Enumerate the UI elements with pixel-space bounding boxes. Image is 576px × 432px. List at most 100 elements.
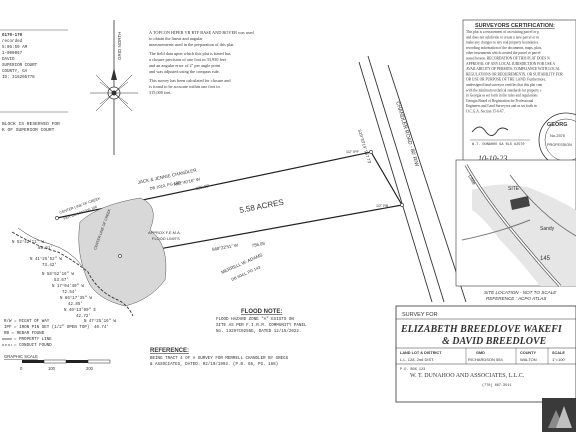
val-scale: 1"=100' (552, 357, 566, 362)
cert-line: stated hereon. RECORDATION OF THIS PLAT … (466, 57, 550, 61)
flood-limits: FLOOD LIMITS (152, 236, 180, 241)
legend: R/W = RIGHT OF WAY IPF = IRON PIN SET (1… (2, 319, 89, 348)
seal-text: GEORG (547, 122, 567, 128)
watermark-logo-icon (542, 398, 576, 432)
flood-note: FLOOD NOTE: FLOOD HAZARD ZONE "A" EXISTS… (216, 309, 307, 334)
cert-line: undersigned land surveyor certifies that… (466, 83, 543, 87)
nb6: N 40°13'09" E (64, 308, 96, 313)
note-line10: 315,000 feet. (149, 90, 172, 96)
reference-line1: BEING TRACT 4 OF A SURVEY FOR MERRELL CH… (150, 357, 289, 361)
map-num: 145 (540, 256, 551, 262)
nb4d: 72.54' (62, 290, 77, 295)
site-label: SITE (508, 186, 520, 192)
recording-block: G170-170 recorded 5:05:59 AM 1-000067 DA… (2, 34, 60, 133)
cert-line: and does not subdivide or create a new p… (466, 35, 539, 39)
cert-line: Engineers and Land Surveyors and as set … (466, 104, 537, 108)
legend-row3: RB = REBAR FOUND (4, 332, 45, 336)
cert-line: recording information of the documents, … (466, 46, 542, 51)
cert-signer: W.T. DUNAHOO GA RLS #2570 (472, 143, 525, 147)
cert-line: OR USE OR PURPOSE OF THE LAND. Furthermo… (466, 78, 546, 83)
nb7d: 40.74' (94, 325, 109, 330)
note-line4: The field data upon which this plat is b… (149, 51, 231, 56)
col-gmd: GMD (476, 351, 485, 355)
legend-row1: R/W = RIGHT OF WAY (4, 319, 50, 324)
reference-note: REFERENCE: BEING TRACT 4 OF A SURVEY FOR… (150, 348, 289, 367)
nb2: N 41°25'52" W (30, 257, 62, 262)
scale-label: GRAPHIC SCALE (4, 354, 38, 359)
flood-approx: APPROX F.E.M.A. (148, 230, 181, 235)
owner-north-ref: DB 1010, PG 100 (149, 179, 181, 191)
note-line3: measurements used in the preparation of … (149, 42, 234, 47)
rec-f8: ID: 316205778 (2, 76, 35, 80)
cert-line: with the minimum technical standards for… (466, 88, 542, 92)
rec-f6: SUPERIOR COURT (2, 64, 38, 68)
survey-for: SURVEY FOR (402, 312, 438, 318)
sandy-label: Sandy (540, 226, 555, 232)
nb1: N 52°42'11" W (12, 240, 44, 245)
nb6d: 42.72' (76, 314, 91, 319)
nb3: N 58°52'16" W (42, 272, 74, 277)
note-line8: This survey has been calculated for clos… (149, 78, 231, 83)
nb5: N 86°17'35" W (60, 296, 92, 301)
title-block: SURVEY FOR ELIZABETH BREEDLOVE WAKEFI & … (395, 305, 576, 403)
legend-row2: IPF = IRON PIN SET (1/2" OPEN TOP) (4, 325, 89, 330)
scale-200: 200 (86, 366, 94, 371)
seal-num: No.2570 (550, 133, 566, 138)
legend-row4: = PROPERTY LINE (14, 338, 52, 342)
rec-f4: 1-000067 (2, 52, 23, 56)
cert-line: Georgia Board of Registration for Profes… (466, 99, 533, 103)
col-scale: SCALE (552, 351, 565, 355)
notes-block: A TOPCON HIPER VR RTF BASE AND ROVER was… (149, 30, 255, 96)
val-lot: L.L. 128, 2nd DIST. (400, 357, 434, 362)
rec-f9: BLOCK IS RESERVED FOR (2, 121, 60, 127)
rec-f3: 5:05:59 AM (2, 46, 28, 50)
flood-note-line1: FLOOD HAZARD ZONE "A" EXISTS ON (216, 317, 294, 322)
flood-note-line2: SITE AS PER F.I.R.M. COMMUNITY PANEL (216, 324, 307, 328)
cert-line: O.C.G.A. Section 15-6-67. (466, 110, 505, 114)
rec-f1: G170-170 (2, 34, 23, 38)
note-line5: a closure precision of one foot in 33,93… (149, 57, 227, 63)
note-line2: to obtain the linear and angular (149, 36, 203, 41)
nb3d: 53.67' (54, 278, 69, 283)
nb1d: 88.61' (38, 246, 53, 251)
cert-date: 10-10-23 (478, 154, 507, 163)
col-county: COUNTY (520, 351, 536, 355)
little-label: Little (466, 174, 477, 186)
flood-note-heading: FLOOD NOTE: (241, 309, 282, 315)
bearing-north: N62°40'16" W (173, 176, 201, 187)
rec-f7: COUNTY, GA (2, 70, 28, 74)
nb4: N 17°04'40" W (52, 284, 84, 289)
grid-north-label: GRID NORTH (117, 32, 122, 60)
rec-f5: DAVID (2, 58, 15, 62)
cert-line: make any changes to any real property bo… (466, 41, 539, 45)
cert-line: AVAILABILITY OF PERMITS, COMPLIANCE WITH… (466, 67, 560, 72)
firm-name: W. T. DUNAHOO AND ASSOCIATES, L.L.C. (410, 373, 525, 379)
note-line1: A TOPCON HIPER VR RTF BASE AND ROVER was… (149, 30, 255, 35)
surveyor-certification: SURVEYORS CERTIFICATION: This plat is a … (462, 19, 576, 181)
dist-south: 756.05' (251, 241, 266, 248)
val-gmd: RICHARDSON 554 (468, 357, 503, 362)
site-location-map: SITE Sandy Little 145 SITE LOCATION - NO… (455, 159, 576, 301)
cert-line: REGULATIONS OR REQUIREMENTS, OR SUITABIL… (466, 72, 563, 77)
scale-0: 0 (20, 366, 23, 371)
small-left: P.O. BOX 123 (400, 368, 425, 372)
bearing-south: S68°22'51" W (211, 242, 239, 252)
rec-f2: recorded (2, 39, 23, 44)
cert-line: other instruments which created the parc… (466, 51, 541, 55)
scale-100: 100 (48, 366, 56, 371)
cert-line: APPROVAL OF ANY LOCAL JURISDICTION FOR U… (466, 62, 555, 66)
note-line9: is found to be accurate within one foot … (149, 84, 220, 89)
cert-line: This plat is a retracement of an existin… (466, 30, 539, 34)
note-line6: and an angular error of 2" per angle poi… (149, 63, 221, 68)
cert-line: in Georgia as set forth in the rules and… (466, 94, 538, 98)
col-lot: LAND LOT & DISTRICT (400, 351, 442, 355)
cert-heading: SURVEYORS CERTIFICATION: (475, 23, 555, 29)
north-arrow-icon: GRID NORTH (90, 20, 138, 155)
val-county: WALTON (520, 357, 537, 362)
parcel-boundary (11, 150, 404, 317)
site-caption1: SITE LOCATION - NOT TO SCALE (484, 290, 557, 295)
graphic-scale: GRAPHIC SCALE 0 100 200 (4, 354, 111, 371)
flood-note-line3: No. 13297C0255E, DATED 12/15/2022. (216, 329, 301, 334)
note-line7: and was adjusted using the compass rule. (149, 69, 220, 74)
